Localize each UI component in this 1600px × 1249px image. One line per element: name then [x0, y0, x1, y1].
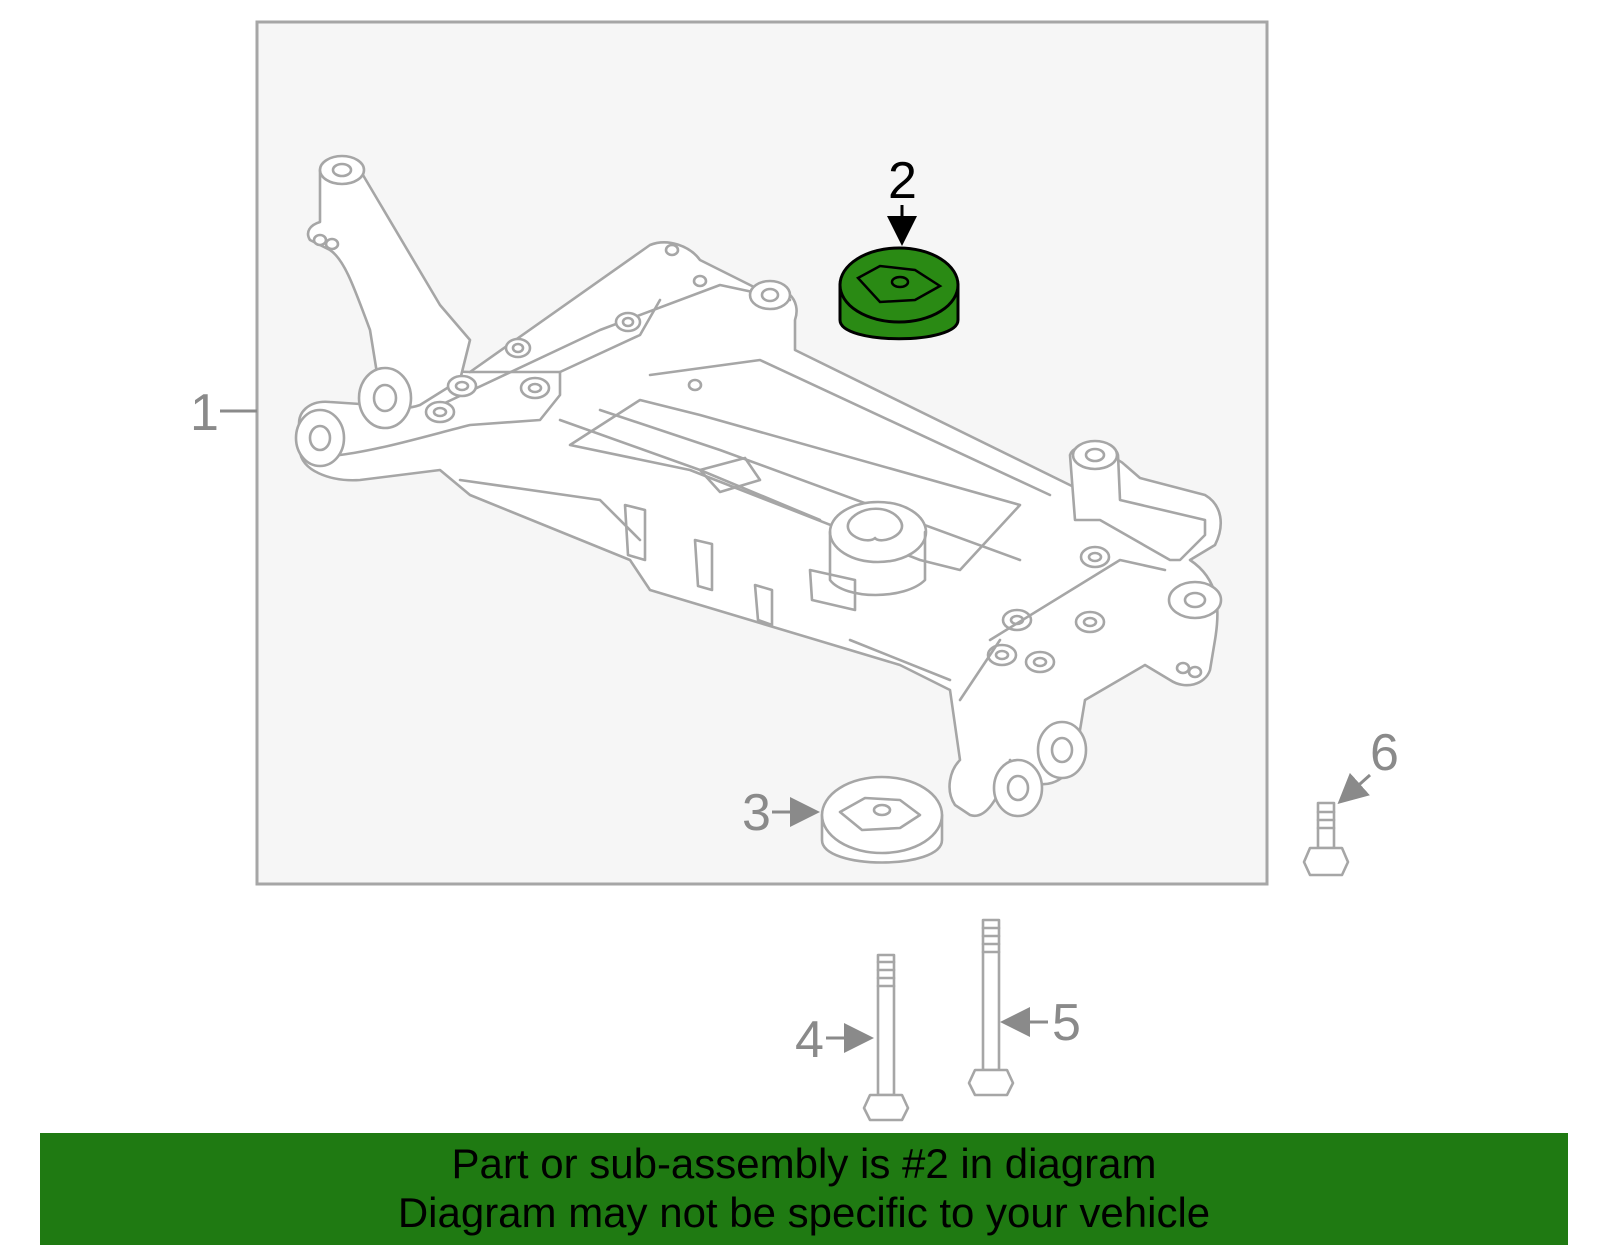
- bolt-long-4: [862, 953, 910, 1122]
- callout-3: 3: [742, 784, 820, 842]
- callout-5-label: 5: [1052, 994, 1081, 1052]
- callout-2: 2: [887, 152, 917, 246]
- callout-2-label: 2: [888, 152, 917, 210]
- bolt-long-5: [967, 918, 1015, 1097]
- callout-1: 1: [190, 384, 257, 442]
- bolt-short-6: [1302, 801, 1350, 877]
- mount-lower: [820, 775, 944, 864]
- callout-4-label: 4: [795, 1011, 824, 1069]
- mount-highlighted: [838, 246, 960, 341]
- callout-6: 6: [1337, 724, 1399, 804]
- callout-3-label: 3: [742, 784, 771, 842]
- callout-5: 5: [1000, 994, 1081, 1052]
- banner-line-2: Diagram may not be specific to your vehi…: [397, 1189, 1211, 1236]
- banner-line-1: Part or sub-assembly is #2 in diagram: [451, 1140, 1157, 1187]
- callout-1-label: 1: [190, 384, 219, 442]
- callout-4: 4: [795, 1011, 874, 1069]
- subframe-illustration: [294, 154, 1223, 818]
- callout-6-label: 6: [1370, 724, 1399, 782]
- info-banner: Part or sub-assembly is #2 in diagram Di…: [40, 1133, 1568, 1245]
